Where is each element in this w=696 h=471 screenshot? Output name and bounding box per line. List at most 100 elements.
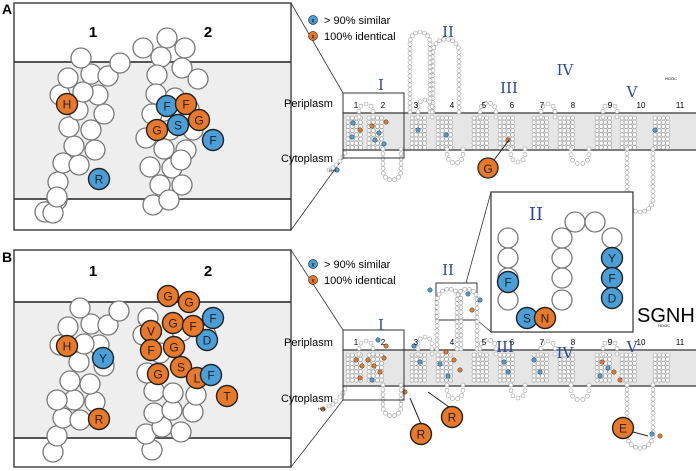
zoom-a-helix-2-label: 2	[204, 24, 212, 41]
zoom-b-callout-f5-letter: F	[207, 369, 214, 383]
topology-b-callout-e	[611, 416, 635, 440]
legend-a: x > 90% similar x 100% identical	[308, 15, 396, 43]
zoom-a-callout-s	[166, 113, 190, 137]
inset-callout-n-letter: N	[541, 312, 550, 326]
region-label-4: IV	[557, 61, 575, 79]
zoom-a-residue-35	[153, 138, 175, 160]
zoom-a-residue-43	[170, 149, 192, 171]
zoom-a-residue-26	[171, 57, 193, 79]
svg-text:x: x	[312, 35, 315, 41]
zoom-b-callout-y-letter: Y	[99, 352, 107, 366]
tm-number-4: 4	[450, 101, 455, 110]
zoom-a-callout-r-letter: R	[95, 173, 104, 187]
region-label-1: I	[378, 76, 384, 94]
zoom-b-residue-16	[108, 300, 130, 322]
topology-b-n-term: H₂N	[318, 406, 325, 411]
region-label-2: II	[442, 261, 454, 279]
zoom-a-residue-22	[132, 37, 154, 59]
zoom-a-residue-37	[139, 156, 161, 178]
inset-callout-d-letter: D	[608, 292, 617, 306]
region-label-5: V	[626, 338, 639, 356]
tm-number-4: 4	[450, 338, 455, 347]
tm-number-9: 9	[608, 101, 613, 110]
region-label-3: III	[496, 338, 514, 356]
inset-ring-9	[551, 227, 573, 249]
tm-number-11: 11	[676, 101, 685, 110]
tm-number-8: 8	[571, 101, 576, 110]
zoom-a-residue-18	[70, 47, 92, 69]
zoom-b-residue-6	[59, 370, 81, 392]
zoom-a-callout-g1-letter: G	[152, 124, 161, 138]
legend-b: x > 90% similar x 100% identical	[308, 259, 396, 287]
region-label-2: II	[442, 23, 454, 41]
zoom-a-residue-circles	[34, 27, 209, 224]
tm-number-10: 10	[637, 338, 646, 347]
zoom-b-callout-g4	[146, 362, 170, 386]
tm-number-6: 6	[510, 338, 515, 347]
legend-b-similar-label: > 90% similar	[324, 259, 391, 271]
tm-number-2: 2	[381, 338, 386, 347]
zoom-a-callout-s-letter: S	[174, 119, 182, 133]
inset-callout-s-letter: S	[523, 312, 531, 326]
legend-a-similar-swatch	[308, 15, 318, 25]
inset-callout-y-letter: Y	[608, 252, 616, 266]
zoom-a-residue-40	[171, 174, 193, 196]
legend-b-similar-swatch	[308, 259, 318, 269]
zoom-a-callout-f1-letter: F	[163, 100, 170, 114]
topology-b-callout-r2-letter: R	[448, 411, 457, 425]
inset-ring-11	[584, 211, 606, 233]
topology-a-callout-g-letter: G	[483, 162, 492, 176]
zoom-a-callout-r	[87, 167, 111, 191]
topology-a-zoom-frame	[342, 92, 405, 159]
zoom-b-callout-t	[215, 384, 239, 408]
inset-callout-f1-letter: F	[608, 272, 615, 286]
legend-a-identical-swatch	[308, 31, 318, 41]
tm-number-8: 8	[571, 338, 576, 347]
topology-a-c-term: HOOC	[665, 76, 677, 81]
panel-b-letter: B	[2, 249, 12, 265]
inset-callout-f2-letter: F	[504, 276, 511, 290]
topology-b-periplasm-label: Periplasm	[284, 337, 333, 349]
svg-text:x: x	[312, 279, 315, 285]
legend-a-similar-label: > 90% similar	[324, 15, 391, 27]
zoom-b-callout-f3	[139, 338, 163, 362]
zoom-b-callout-s	[169, 355, 193, 379]
zoom-b-callout-t-letter: T	[223, 390, 231, 404]
zoom-a-callout-h	[55, 92, 79, 116]
zoom-a-residue-24	[174, 37, 196, 59]
zoom-b-callout-f4	[162, 335, 186, 359]
zoom-b-callout-f2-letter: F	[189, 320, 196, 334]
zoom-a-callout-g2-letter: G	[194, 114, 203, 128]
zoom-a-callout-g1	[145, 118, 169, 142]
zoom-a-residue-12	[72, 81, 94, 103]
inset-ring-0	[497, 227, 519, 249]
zoom-b-residue-7	[79, 373, 101, 395]
zoom-b-callout-g2-letter: G	[184, 296, 193, 310]
zoom-b-callout-d	[195, 328, 219, 352]
region-label-3: III	[500, 79, 518, 97]
zoom-a-residue-21	[156, 27, 178, 49]
region-label-4: IV	[557, 344, 575, 362]
zoom-b-callout-g1	[156, 284, 180, 308]
zoom-b-callout-r	[87, 407, 111, 431]
zoom-b-callout-f5	[199, 363, 223, 387]
tm-number-6: 6	[510, 101, 515, 110]
topology-b-callout-r2	[440, 405, 464, 429]
zoom-a-residue-5	[63, 135, 85, 157]
zoom-a-callout-g2	[187, 108, 211, 132]
zoom-b-residue-22	[170, 421, 192, 443]
zoom-b-residue-27	[162, 382, 184, 404]
inset-ring-1	[497, 247, 519, 269]
zoom-b-callout-d-letter: D	[203, 334, 212, 348]
svg-text:x: x	[312, 19, 315, 25]
zoom-b-callout-s-letter: S	[177, 361, 185, 375]
topology-b-cytoplasm-label: Cytoplasm	[281, 393, 333, 405]
inset-callout-n	[533, 306, 557, 330]
topology-b-zoom-frame	[342, 329, 405, 401]
zoom-a-callout-f2	[174, 92, 198, 116]
